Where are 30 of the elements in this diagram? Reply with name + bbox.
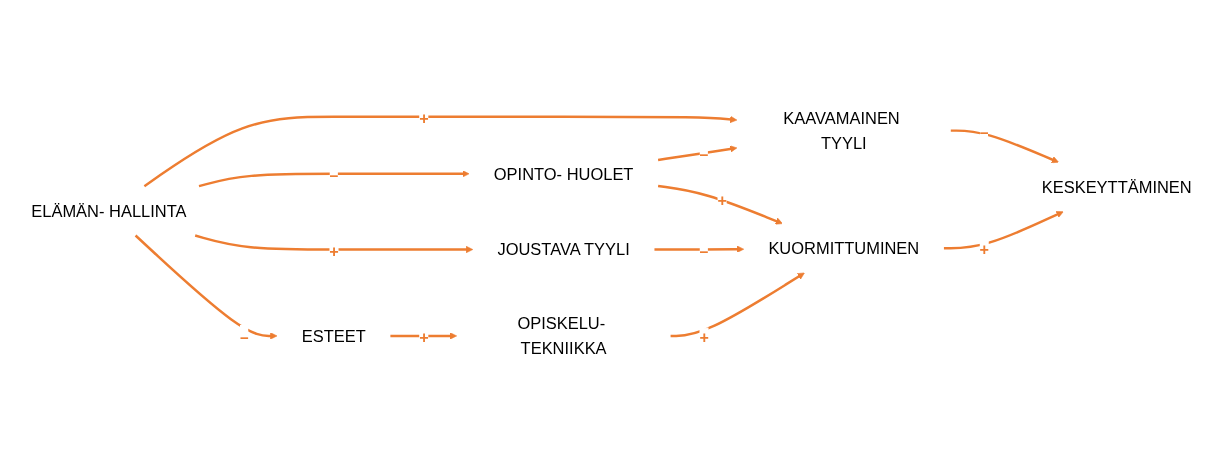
edge-label: + bbox=[699, 327, 709, 346]
node-text: ELÄMÄN- HALLINTA bbox=[31, 201, 187, 220]
node-text: KESKEYTTÄMINEN bbox=[1041, 177, 1192, 196]
edge-label: – bbox=[979, 122, 989, 141]
edge-label: – bbox=[239, 327, 250, 346]
arrow bbox=[143, 115, 738, 187]
arrow bbox=[657, 184, 783, 225]
node-text: ESTEET bbox=[301, 326, 366, 345]
arrow bbox=[134, 234, 278, 340]
arrow bbox=[943, 210, 1064, 250]
node-text: OPINTO- HUOLET bbox=[493, 164, 634, 183]
edge-label: – bbox=[699, 241, 709, 260]
edge-label: + bbox=[419, 108, 429, 127]
node-text: KAAVAMAINEN TYYLI bbox=[783, 108, 900, 152]
arrow bbox=[654, 245, 745, 253]
edge-label: + bbox=[329, 241, 339, 260]
node-text: JOUSTAVA TYYLI bbox=[497, 240, 630, 259]
edge-label: + bbox=[419, 327, 429, 346]
edge-label: – bbox=[329, 165, 339, 184]
arrow bbox=[657, 145, 738, 161]
node-text: KUORMITTUMINEN bbox=[768, 238, 920, 258]
edge-label: + bbox=[717, 191, 728, 210]
edge-label: + bbox=[979, 240, 990, 259]
arrow bbox=[670, 272, 805, 337]
arrow bbox=[950, 129, 1059, 163]
arrow bbox=[390, 332, 457, 340]
arrow bbox=[194, 234, 474, 253]
node-text: OPISKELU- TEKNIIKKA bbox=[517, 314, 607, 358]
edge-label: – bbox=[699, 145, 709, 164]
arrow bbox=[198, 169, 470, 188]
